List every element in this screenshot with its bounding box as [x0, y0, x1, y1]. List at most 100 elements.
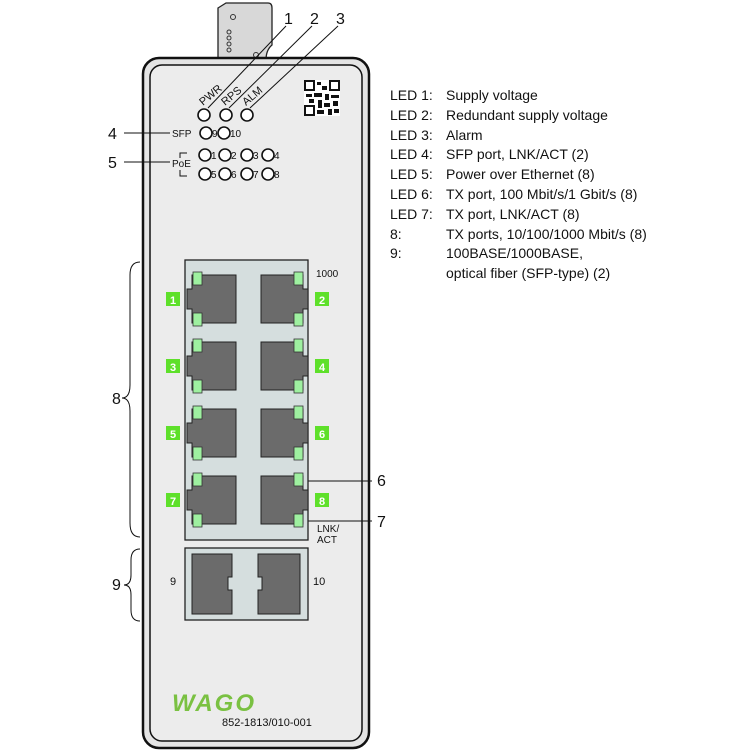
rj45-port-5[interactable] [186, 408, 237, 458]
brace-9 [123, 548, 141, 622]
sfp-led-number: 10 [230, 129, 242, 140]
lnk-act-led [293, 513, 304, 528]
port-number-badge [166, 292, 180, 306]
poe-led-number: 5 [211, 170, 217, 181]
callout-6: 6 [377, 473, 386, 490]
rps-led [219, 108, 233, 122]
legend-key: LED 6: [390, 185, 433, 202]
brace-8 [121, 261, 141, 538]
model-number: 852-1813/010-001 [222, 717, 312, 729]
legend-item: 8:TX ports, 10/100/1000 Mbit/s (8) [390, 225, 647, 245]
poe-led-number: 8 [274, 170, 280, 181]
sfp-port-9[interactable] [191, 553, 233, 615]
legend-item: LED 6: TX port, 100 Mbit/s/1 Gbit/s (8) [390, 185, 647, 205]
lnk-act-label-1: LNK/ [317, 524, 339, 535]
poe-led-number: 3 [253, 151, 259, 162]
lnk-act-label-2: ACT [317, 535, 337, 546]
rj45-port-7[interactable] [186, 475, 237, 525]
speed-led [293, 472, 304, 487]
port-number-badge [315, 426, 329, 440]
port-number: 7 [170, 496, 176, 508]
lnk-act-led [192, 446, 203, 461]
port-number-badge [166, 359, 180, 373]
poe-led [198, 167, 212, 181]
legend-text: Supply voltage [446, 87, 538, 103]
port-number-badge [315, 359, 329, 373]
speed-led [293, 338, 304, 353]
speed-led [192, 472, 203, 487]
legend-text: TX ports, 10/100/1000 Mbit/s (8) [446, 225, 647, 242]
lnk-act-led [293, 379, 304, 394]
port-number: 5 [170, 429, 176, 441]
alm-led [240, 108, 254, 122]
sfp-port-9-label: 9 [170, 576, 176, 588]
port-number: 1 [170, 295, 176, 307]
lnk-act-led [192, 312, 203, 327]
sfp-led-label: SFP [172, 129, 192, 140]
speed-label: 1000 [316, 269, 339, 280]
port-number: 4 [319, 362, 326, 374]
port-number: 6 [319, 429, 325, 441]
port-number-badge [315, 292, 329, 306]
legend-item: LED 4: SFP port, LNK/ACT (2) [390, 145, 647, 165]
legend-item: LED 7: TX port, LNK/ACT (8) [390, 205, 647, 225]
lnk-act-led [192, 513, 203, 528]
sfp-led-number: 9 [212, 129, 218, 140]
callout-8: 8 [112, 391, 121, 408]
legend-text: 100BASE/1000BASE, [446, 245, 583, 262]
port-number-badge [166, 426, 180, 440]
port-number: 2 [319, 295, 325, 307]
lnk-act-led [192, 379, 203, 394]
speed-led [192, 405, 203, 420]
port-number: 3 [170, 362, 176, 374]
poe-led [218, 148, 232, 162]
legend-text: SFP port, LNK/ACT (2) [446, 146, 589, 163]
legend-key: LED 4: [390, 146, 433, 163]
legend-key: 9: [390, 245, 402, 262]
sfp-led [217, 126, 231, 140]
callout-9: 9 [112, 577, 121, 594]
port-number: 8 [319, 496, 325, 508]
legend-text: Redundant supply voltage [446, 106, 608, 123]
callout-5: 5 [108, 155, 117, 172]
legend-item: LED 5:Power over Ethernet (8) [390, 165, 647, 185]
callout-3: 3 [336, 11, 345, 28]
sfp-led [199, 126, 213, 140]
legend-item: optical fiber (SFP-type) (2) [390, 264, 647, 284]
legend-text: Alarm [446, 126, 483, 143]
sfp-port-10[interactable] [257, 553, 301, 615]
pwr-led [197, 108, 211, 122]
lnk-act-led [293, 312, 304, 327]
legend-key: LED 5: [390, 166, 433, 183]
callout-1: 1 [284, 11, 293, 28]
callout-4: 4 [108, 126, 117, 143]
speed-led [192, 338, 203, 353]
poe-led [198, 148, 212, 162]
poe-led [261, 148, 275, 162]
legend-key: LED 7: [390, 205, 433, 222]
poe-led-number: 6 [231, 170, 237, 181]
legend-item: LED 3: Alarm [390, 126, 647, 146]
poe-led [261, 167, 275, 181]
poe-led-label: PoE [172, 159, 191, 170]
legend-item: LED 1:Supply voltage [390, 86, 647, 106]
callout-2: 2 [310, 11, 319, 28]
legend-item: 9: 100BASE/1000BASE, [390, 244, 647, 264]
speed-led [293, 271, 304, 286]
legend-key: LED 3: [390, 126, 433, 143]
poe-led-number: 1 [211, 151, 217, 162]
rj45-port-3[interactable] [186, 341, 237, 391]
legend-text: TX port, 100 Mbit/s/1 Gbit/s (8) [446, 185, 638, 202]
speed-led [293, 405, 304, 420]
poe-led [218, 167, 232, 181]
lnk-act-led [293, 446, 304, 461]
poe-led [240, 148, 254, 162]
rj45-port-1[interactable] [186, 274, 237, 324]
port-number-badge [315, 493, 329, 507]
din-rail-clip [217, 2, 273, 61]
legend-key [390, 264, 446, 284]
legend-text: TX port, LNK/ACT (8) [446, 205, 580, 222]
